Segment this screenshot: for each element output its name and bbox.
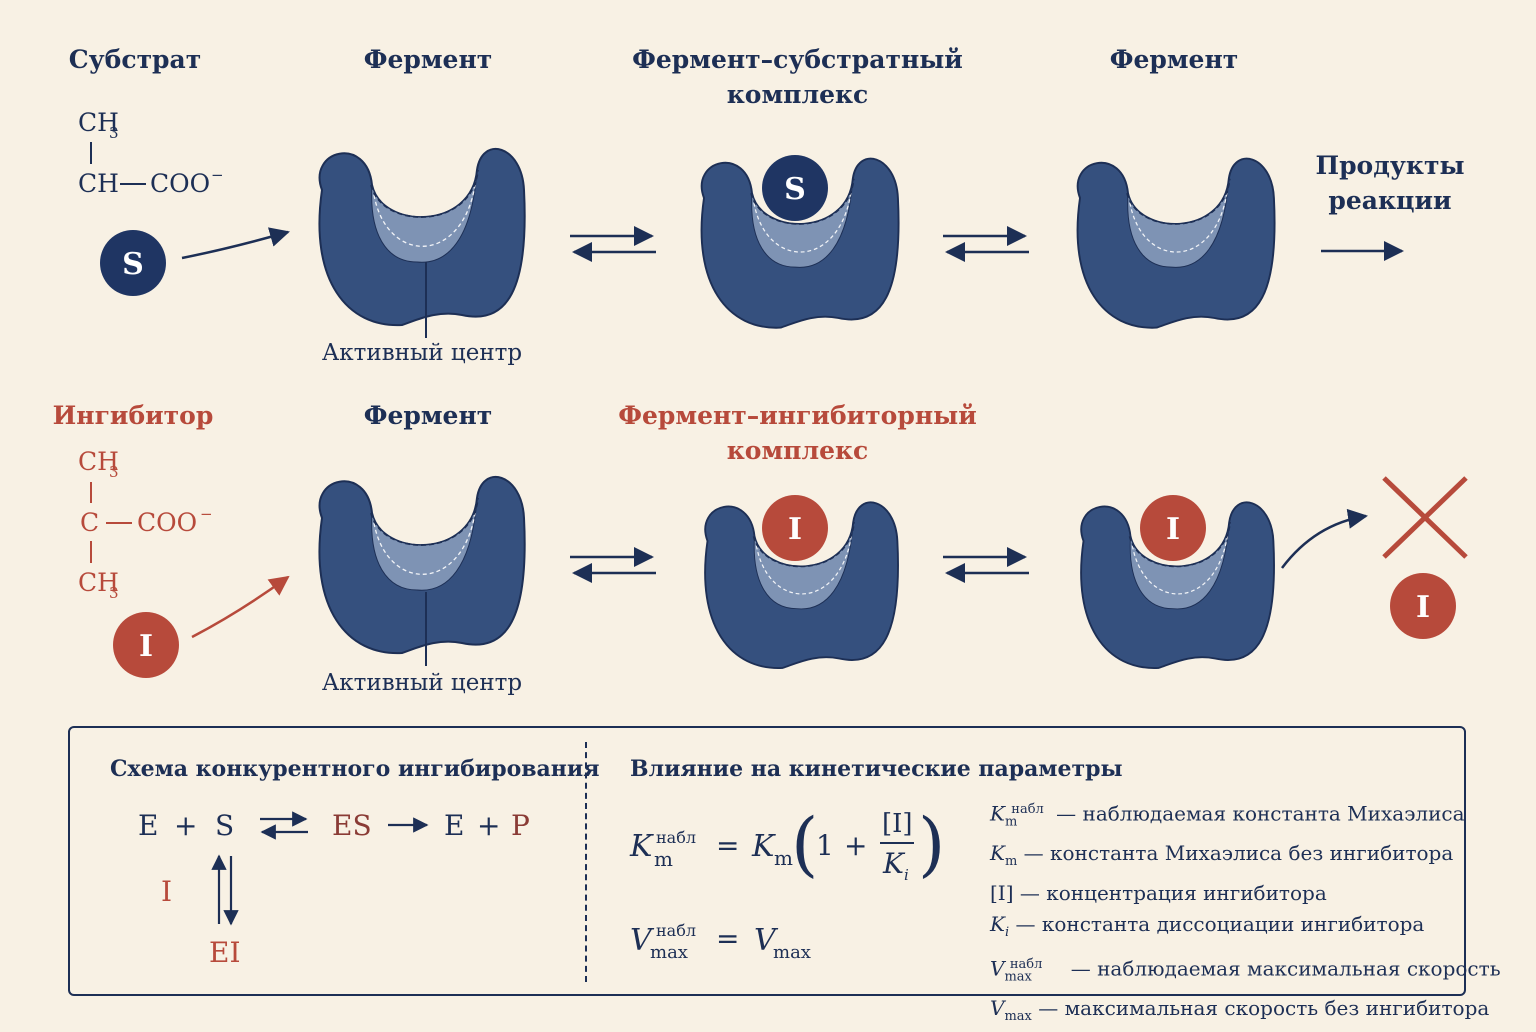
svg-text:I: I [1416,590,1430,625]
km-obs-m: m [654,847,673,871]
coo-sup: − [211,166,224,184]
inhibitor-binding-arrow [191,575,290,639]
inhibitor-conc: [I] [882,809,913,839]
ch3-top-text: CH [78,447,119,476]
scheme-title: Схема конкурентного ингибирования [110,756,600,782]
es-complex-title-line1: Фермент–субстратный [632,45,963,74]
vmax-obs-v: V [630,923,655,958]
paren-right: ) [918,803,945,885]
symbol-legend: Kmнабл — наблюдаемая константа Михаэлиса… [990,794,1501,1032]
substrate-title: Субстрат [68,45,202,74]
km-obs-nabl: набл [656,828,696,847]
svg-text:3: 3 [109,463,119,481]
c-text: C [80,508,99,537]
scheme-s: S [215,809,234,842]
vmax-max: max [773,942,811,963]
km-obs-k: K [629,829,654,864]
scheme-i: I [161,875,172,908]
es-complex-title: Фермент–субстратный комплекс [600,42,995,112]
equilibrium-arrow-1 [570,236,656,252]
vmax-v: V [754,923,779,958]
kinetic-equations: K набл m = K m ( 1 + [I] K i ) V набл ma… [629,803,945,963]
scheme-plus2: + [477,809,500,842]
one: 1 [816,829,834,862]
active-site-label: Активный центр [321,340,523,366]
inhibitor-title: Ингибитор [52,401,214,430]
es-complex-title-line2: комплекс [726,80,869,109]
ki-k: K [882,847,906,880]
ch-text: CH [78,169,119,198]
no-reaction-arrow [1281,508,1368,569]
ei-complex-title-line1: Фермент–ингибиторный [618,401,977,430]
products-line1: Продукты [1315,151,1465,180]
legend-item-km: Km — константа Михаэлиса без ингибитора [990,841,1454,870]
ch3-bottom-text: CH [78,568,119,597]
svg-text:I: I [1166,512,1180,547]
equilibrium-arrow-3 [570,557,656,573]
substrate-molecule: CH 3 CH COO − [78,108,224,198]
eq-sign-2: = [716,922,739,955]
binding-arrow [181,227,290,260]
svg-text:S: S [122,247,144,282]
enzyme-title-row2: Фермент [363,401,493,430]
scheme-es: ES [332,809,372,842]
scheme-e: E [138,809,158,842]
ei-complex-title: Фермент–ингибиторный комплекс [600,398,995,468]
panel-divider [585,742,587,982]
svg-text:S: S [784,172,806,207]
inhibitor-bound: I [762,495,828,561]
products-title: Продукты реакции [1290,148,1490,218]
equilibrium-arrow-4 [943,557,1029,573]
active-site-label-row2: Активный центр [321,670,523,696]
svg-text:3: 3 [109,584,119,602]
svg-text:−: − [200,505,213,523]
coo-text-2: COO [137,508,197,537]
inhibitor-bound-2: I [1140,495,1206,561]
mechanism-diagram: CH 3 CH COO − S S CH 3 C COO − CH 3 I [78,108,1468,678]
legend-item-vmax: Vmax — максимальная скорость без ингибит… [990,995,1490,1024]
inhibitor-released: I [1390,573,1456,639]
inhibitor-ball: I [113,612,179,678]
legend-item-ki: Ki — константа диссоциации ингибитора [990,912,1425,941]
equilibrium-arrow-2 [943,236,1029,252]
substrate-bound: S [762,155,828,221]
scheme-plus: + [174,809,197,842]
plus-sign: + [844,829,867,862]
scheme-p: P [511,809,530,842]
svg-text:I: I [139,629,153,664]
scheme-e2: E [444,809,464,842]
ki-i: i [904,866,909,884]
ei-complex-title-line2: комплекс [726,436,869,465]
coo-text: COO [150,169,210,198]
legend-item-km-obs: Kmнабл — наблюдаемая константа Михаэлиса [990,801,1465,830]
eq-sign-1: = [716,829,739,862]
enzyme-title: Фермент [363,45,493,74]
enzyme-free-row2 [318,475,526,655]
enzyme-released [1076,157,1276,329]
inhibitor-molecule: CH 3 C COO − CH 3 [78,447,213,602]
paren-left: ( [791,803,818,885]
vmax-obs-max: max [650,942,688,963]
kinetics-panel: Схема конкурентного ингибирования Влияни… [68,726,1501,1024]
legend-item-vmax-obs: Vmaxнабл — наблюдаемая максимальная скор… [990,956,1501,985]
inhibition-scheme: E + S ES E + P I EI [138,809,530,969]
legend-item-inhibitor-conc: [I] — концентрация ингибитора [990,880,1327,905]
ch3-text: CH [78,108,119,137]
cross-icon [1382,476,1468,559]
km-k: K [751,829,776,864]
enzyme-free [318,147,526,327]
products-line2: реакции [1328,186,1452,215]
kinetics-title: Влияние на кинетические параметры [630,756,1123,782]
km-m: m [774,846,793,870]
svg-text:I: I [788,512,802,547]
substrate-ball: S [100,230,166,296]
enzyme-title-2: Фермент [1109,45,1239,74]
ch3-sub: 3 [109,124,119,142]
scheme-ei: EI [209,936,241,969]
vmax-obs-nabl: набл [656,921,696,940]
